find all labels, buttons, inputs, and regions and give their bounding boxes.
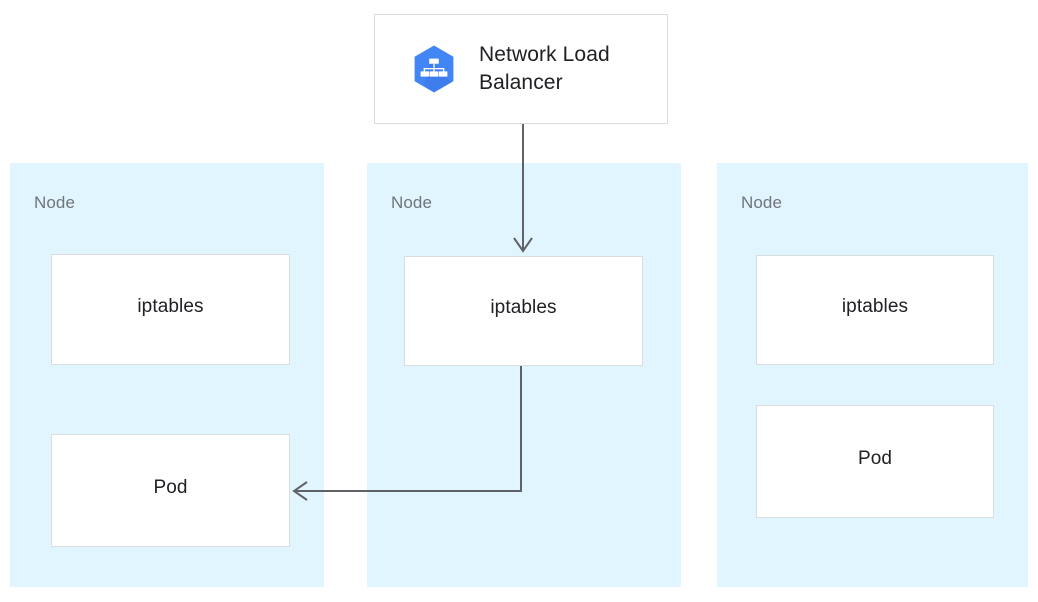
nlb-label-line-1: Network Load (479, 43, 610, 66)
iptables-box-node-3[interactable]: iptables (756, 255, 994, 365)
node-label: Node (391, 193, 433, 212)
iptables-label: iptables (490, 297, 557, 318)
iptables-label: iptables (137, 295, 204, 317)
iptables-box-node-1[interactable]: iptables (51, 254, 290, 365)
node-panel-1[interactable]: Node iptables Pod (10, 163, 324, 587)
node-panel-3[interactable]: Node iptables Pod (717, 163, 1028, 587)
network-load-balancer-icon (414, 45, 454, 93)
pod-box-node-1[interactable]: Pod (51, 434, 290, 547)
iptables-label: iptables (841, 296, 909, 317)
node-panel-2[interactable]: Node iptables (367, 163, 681, 587)
node-label: Node (34, 193, 76, 212)
node-label: Node (741, 193, 783, 212)
network-load-balancer-box[interactable]: Network Load Balancer (374, 14, 668, 124)
pod-label: Pod (857, 447, 893, 469)
pod-label: Pod (153, 476, 188, 498)
pod-box-node-3[interactable]: Pod (756, 405, 994, 518)
nlb-label-line-2: Balancer (479, 71, 563, 94)
iptables-box-node-2[interactable]: iptables (404, 256, 643, 366)
network-load-balancer-label: Network Load Balancer (479, 41, 610, 97)
